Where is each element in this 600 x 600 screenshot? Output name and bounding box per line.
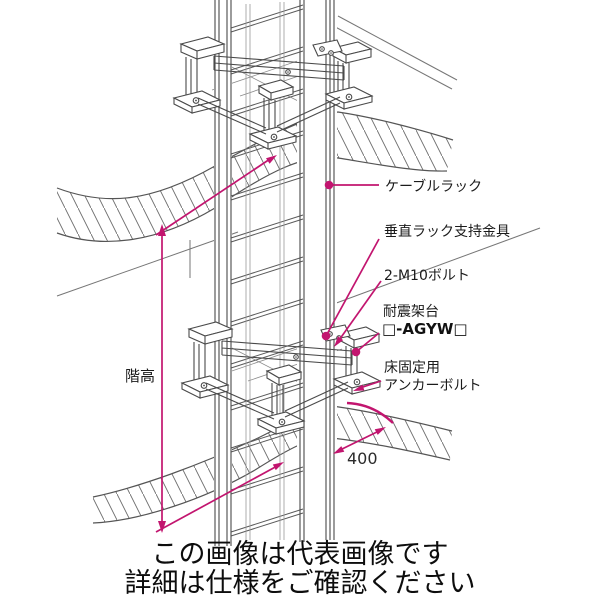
- upper-floor-slab: [56, 111, 454, 242]
- label-floor-anchor-line1: 床固定用: [384, 360, 440, 376]
- leader-floor-anchor: [353, 380, 382, 391]
- depth-dimension: [333, 401, 394, 454]
- footer-note-line1: この画像は代表画像です: [152, 539, 449, 570]
- arrowhead: [334, 336, 344, 347]
- upper-floor-hatch: [57, 112, 453, 242]
- leader-dot: [324, 180, 334, 190]
- label-depth-400: 400: [347, 449, 378, 468]
- floor-height-dimension: [155, 155, 284, 533]
- label-seismic-frame-line1: 耐震架台: [383, 304, 439, 320]
- rack-inner-lines: [245, 2, 285, 540]
- rack-right-rail: [299, 0, 335, 542]
- label-floor-height: 階高: [125, 367, 155, 385]
- leader-vertical-rack-bracket: [321, 238, 380, 341]
- label-floor-anchor-line2: アンカーボルト: [384, 378, 481, 394]
- rack-rungs: [230, 4, 304, 537]
- lower-floor-hatch: [93, 405, 452, 523]
- arrowhead: [158, 224, 166, 236]
- annotations: [155, 155, 394, 533]
- arrowhead: [158, 521, 166, 533]
- arrowhead: [374, 427, 386, 435]
- leader-bolts: [334, 280, 382, 347]
- label-vertical-rack-bracket: 垂直ラック支持金具: [384, 223, 510, 240]
- label-bolts: 2-M10ボルト: [384, 268, 470, 284]
- leader-dot: [321, 331, 331, 341]
- cable-rack: [214, 0, 337, 546]
- arrowhead: [272, 462, 284, 471]
- wall-corner-lines: [56, 15, 541, 313]
- footer-note-line2: 詳細は仕様をご確認ください: [125, 568, 476, 599]
- leader-dot: [351, 347, 361, 357]
- rack-left-rail: [214, 0, 232, 546]
- arrowhead: [333, 446, 345, 454]
- label-cable-rack: ケーブルラック: [385, 178, 482, 195]
- arrowhead: [266, 155, 277, 164]
- leader-cable-rack: [324, 180, 379, 190]
- leader-seismic-frame: [351, 332, 380, 357]
- label-seismic-frame-line2: □-AGYW□: [382, 320, 468, 338]
- arrowhead: [353, 384, 365, 391]
